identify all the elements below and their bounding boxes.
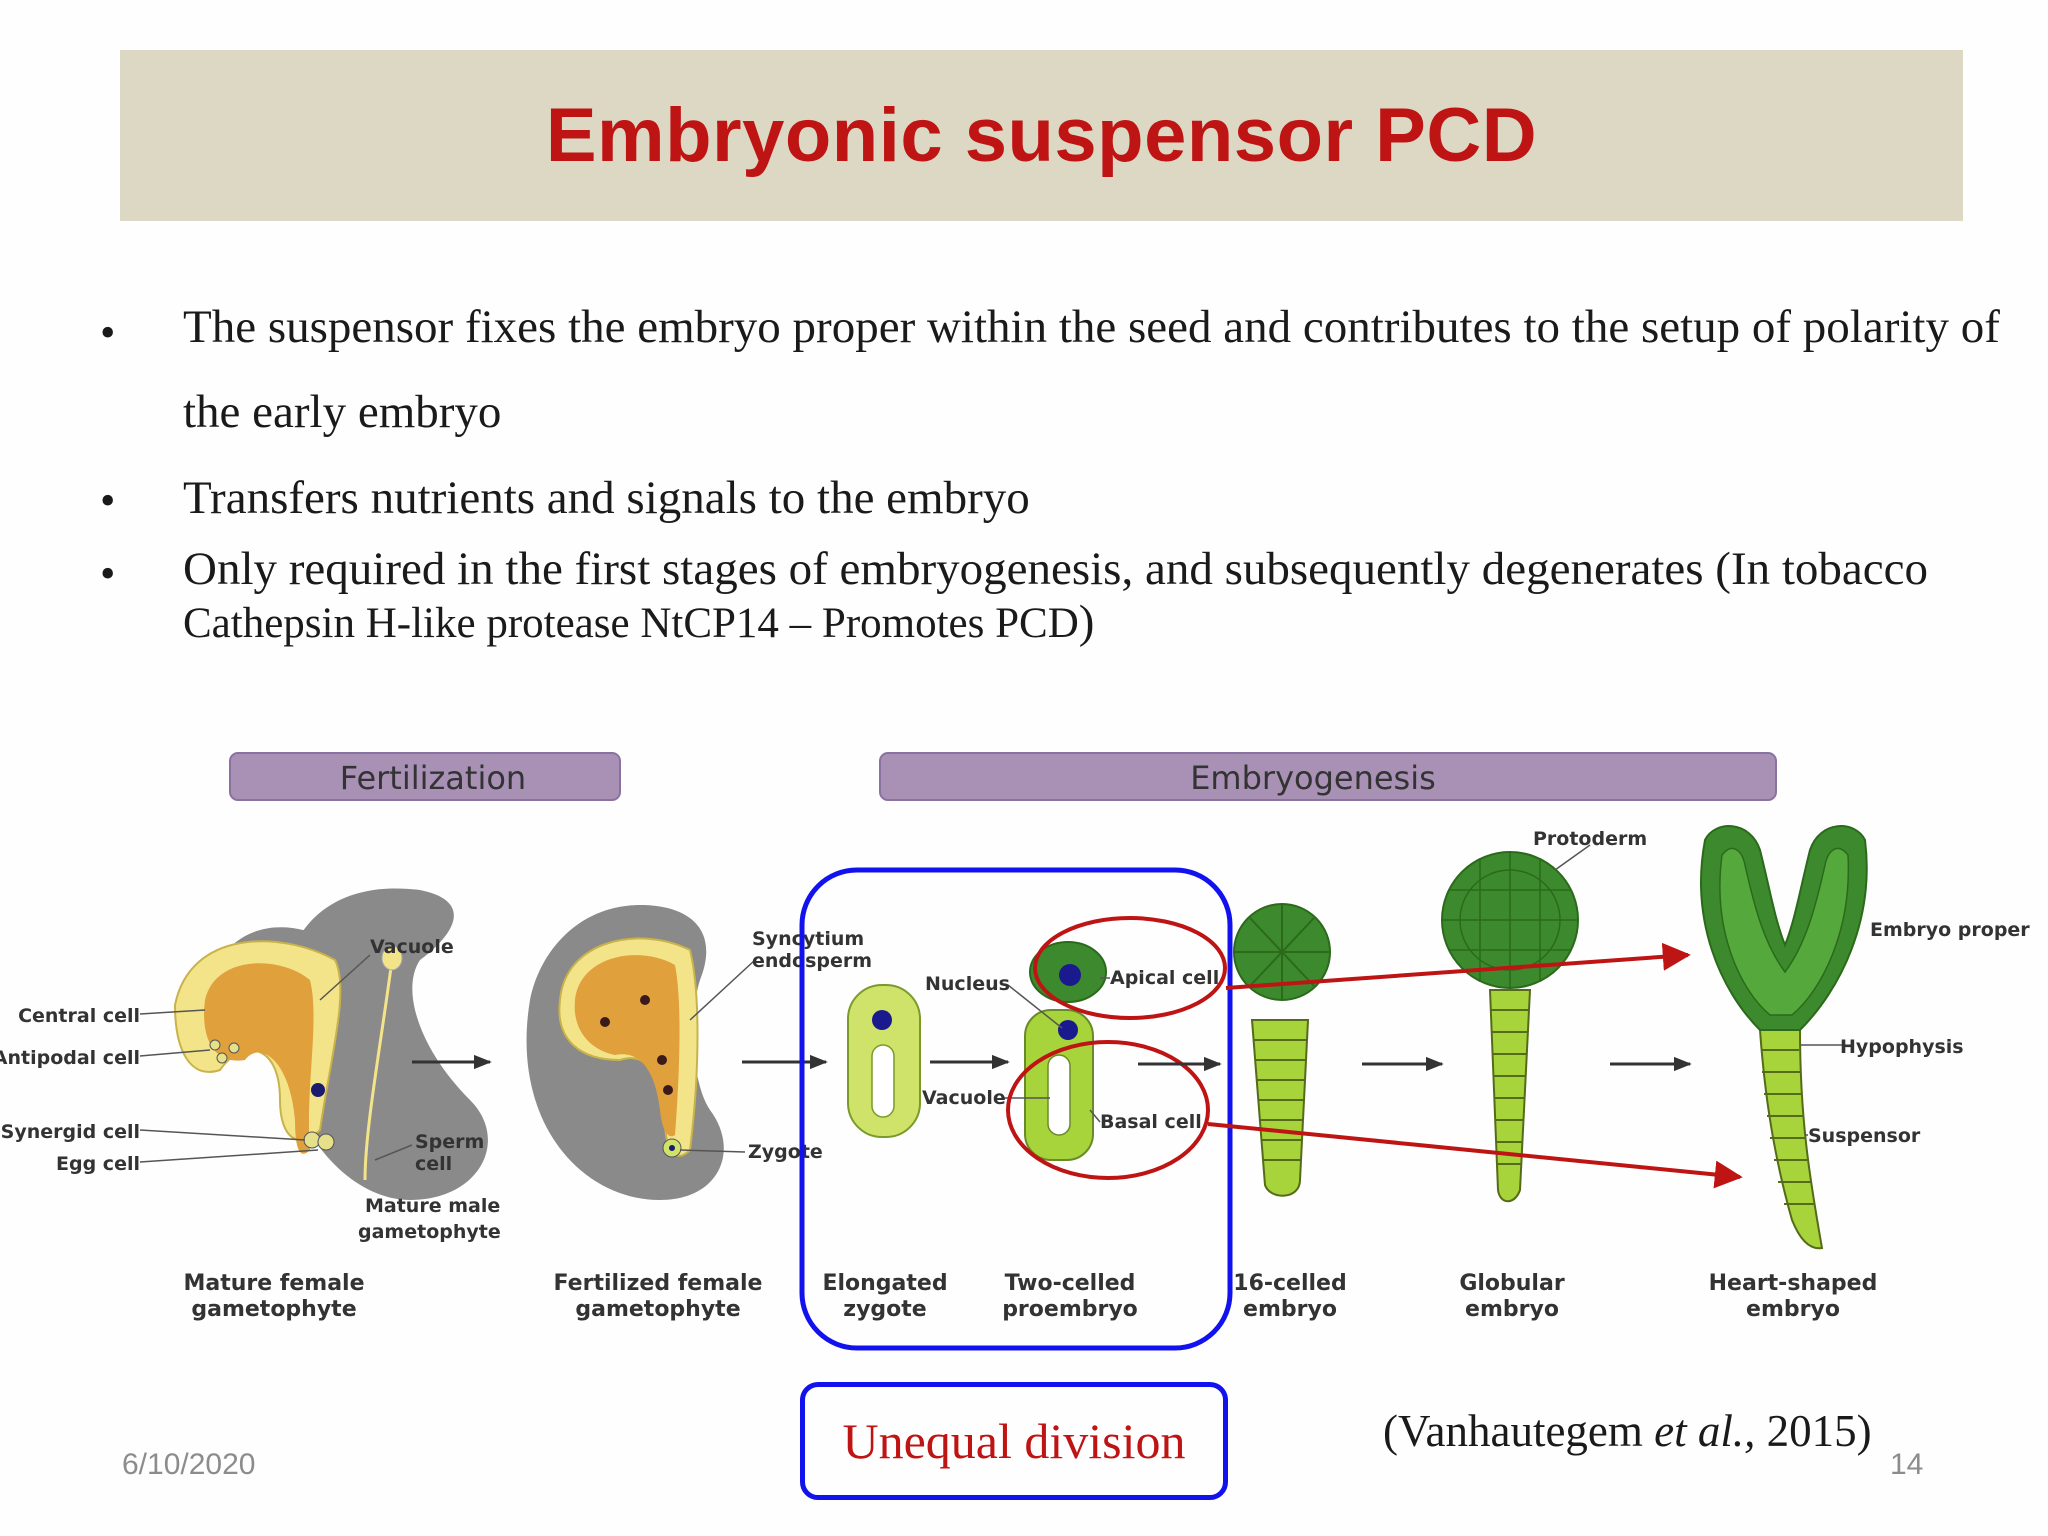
citation-etal: et al., (1654, 1406, 1756, 1456)
hypophysis-label: Hypophysis (1840, 1036, 1964, 1058)
basal-cell-highlight (1006, 1040, 1210, 1180)
zygote-label: Zygote (748, 1141, 823, 1163)
bullet-text: Transfers nutrients and signals to the e… (183, 472, 1030, 524)
fertilization-label: Fertilization (340, 759, 526, 797)
stage-caption-2b: gametophyte (575, 1297, 740, 1322)
slide-date: 6/10/2020 (122, 1448, 256, 1481)
basal-to-suspensor-arrow (1207, 1122, 1743, 1189)
nucleus-label: Nucleus (925, 973, 1010, 995)
stage-caption-7b: embryo (1746, 1297, 1840, 1322)
mature-female-gametophyte (173, 888, 488, 1200)
syncytium-label-2: endosperm (752, 950, 872, 972)
slide-title: Embryonic suspensor PCD (545, 93, 1538, 178)
stage-caption-2a: Fertilized female (554, 1271, 763, 1296)
title-band: Embryonic suspensor PCD (120, 50, 1963, 221)
unequal-division-callout: Unequal division (800, 1382, 1228, 1500)
stage-caption-3b: zygote (843, 1297, 926, 1322)
sixteen-celled-embryo (1233, 903, 1331, 1197)
syncytium-label-1: Syncytium (752, 928, 864, 950)
citation-year: 2015) (1755, 1406, 1872, 1456)
citation: (Vanhautegem et al., 2015) (1383, 1405, 1872, 1457)
bullet-text-end: ) (1078, 596, 1095, 648)
stage-caption-4b: proembryo (1002, 1297, 1138, 1322)
protoderm-label: Protoderm (1533, 828, 1647, 850)
bullet-dot: • (100, 476, 116, 525)
fertilized-female-gametophyte (526, 905, 724, 1200)
suspensor-label: Suspensor (1808, 1125, 1921, 1147)
stage-caption-1a: Mature female (183, 1271, 364, 1296)
elongated-zygote (847, 984, 921, 1138)
stage-caption-3a: Elongated (822, 1271, 947, 1296)
bullet-text: Only required in the first stages of emb… (183, 543, 2003, 650)
fertilization-band (229, 752, 621, 801)
bullet-dot: • (100, 308, 116, 357)
highlight-box (799, 867, 1233, 1351)
basal-cell-label: Basal cell (1100, 1111, 1202, 1133)
sperm-cell-label-2: cell (415, 1153, 452, 1175)
synergid-cell-label: Synergid cell (1, 1121, 140, 1143)
gametophyte-leader-lines (139, 954, 413, 1163)
heart-shaped-embryo (1700, 825, 1868, 1250)
stage-caption-6b: embryo (1465, 1297, 1559, 1322)
mature-male-label-1: Mature male (365, 1195, 500, 1217)
embryo-proper-label: Embryo proper (1870, 919, 2030, 941)
apical-cell-label: Apical cell (1110, 967, 1219, 989)
stage-caption-1b: gametophyte (191, 1297, 356, 1322)
vacuole-label: Vacuole (370, 936, 454, 958)
bullet-text: The suspensor fixes the embryo proper wi… (183, 301, 2000, 438)
bullet-dot: • (100, 549, 116, 598)
embryogenesis-band (879, 752, 1777, 801)
page-number: 14 (1890, 1448, 1924, 1481)
apical-cell-highlight (1033, 916, 1227, 1020)
citation-author: (Vanhautegem (1383, 1406, 1655, 1456)
embryogenesis-diagram: Fertilization Embryogenesis Central cell… (0, 752, 2030, 1351)
two-celled-proembryo (1024, 941, 1107, 1161)
stage-caption-4a: Two-celled (1005, 1271, 1136, 1296)
apical-to-embryo-arrow (1225, 942, 1691, 990)
globular-embryo (1441, 851, 1579, 1203)
stage-caption-5a: 16-celled (1233, 1271, 1346, 1296)
stage-caption-5b: embryo (1243, 1297, 1337, 1322)
bullet-text-protease: Cathepsin H-like protease NtCP14 – Promo… (183, 600, 1079, 647)
embryogenesis-label: Embryogenesis (1190, 759, 1436, 797)
unequal-division-label: Unequal division (842, 1413, 1186, 1469)
protoderm-leader (1554, 844, 1591, 871)
mature-male-label-2: gametophyte (358, 1221, 501, 1243)
vacuole-label-2: Vacuole (922, 1087, 1006, 1109)
central-cell-label: Central cell (18, 1005, 140, 1027)
stage-caption-7a: Heart-shaped (1709, 1271, 1878, 1296)
sperm-cell-label-1: Sperm (415, 1131, 484, 1153)
egg-cell-label: Egg cell (56, 1153, 140, 1175)
bullet-text-main: Only required in the first stages of emb… (183, 543, 1928, 595)
pollen-grain (381, 945, 403, 971)
stage-caption-6a: Globular (1459, 1271, 1565, 1296)
antipodal-cell-label: Antipodal cell (0, 1047, 140, 1069)
